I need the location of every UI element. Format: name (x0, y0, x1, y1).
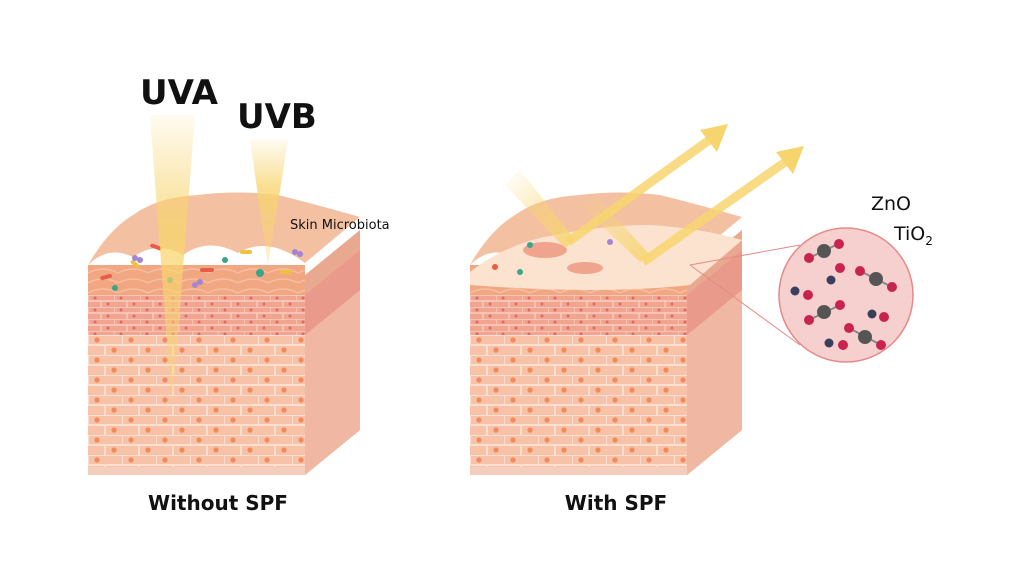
uva-ray (150, 115, 195, 410)
skin-microbiota-label: Skin Microbiota (290, 218, 390, 233)
skin-block-with-spf: With SPF (470, 124, 804, 515)
nanoparticle-zoom-lens: ZnO TiO2 (689, 193, 933, 363)
uvb-label: UVB (237, 97, 317, 137)
reflected-arrowhead-2 (776, 146, 804, 174)
incoming-ray-2 (580, 195, 650, 262)
zno-label: ZnO (871, 193, 911, 215)
with-spf-caption: With SPF (565, 491, 667, 515)
skin-block-without-spf: UVA UVB Skin Microbiota Without SPF (88, 73, 390, 515)
tio2-molecules (804, 239, 897, 350)
uva-label: UVA (140, 73, 219, 113)
reflected-arrowhead-1 (700, 124, 728, 152)
reflected-ray-1 (565, 134, 715, 246)
incoming-ray-1 (505, 170, 575, 248)
tio2-label: TiO2 (893, 223, 933, 248)
reflected-ray-2 (640, 156, 791, 266)
uvb-ray (250, 140, 288, 265)
zno-molecules (790, 263, 889, 350)
without-spf-caption: Without SPF (148, 491, 288, 515)
